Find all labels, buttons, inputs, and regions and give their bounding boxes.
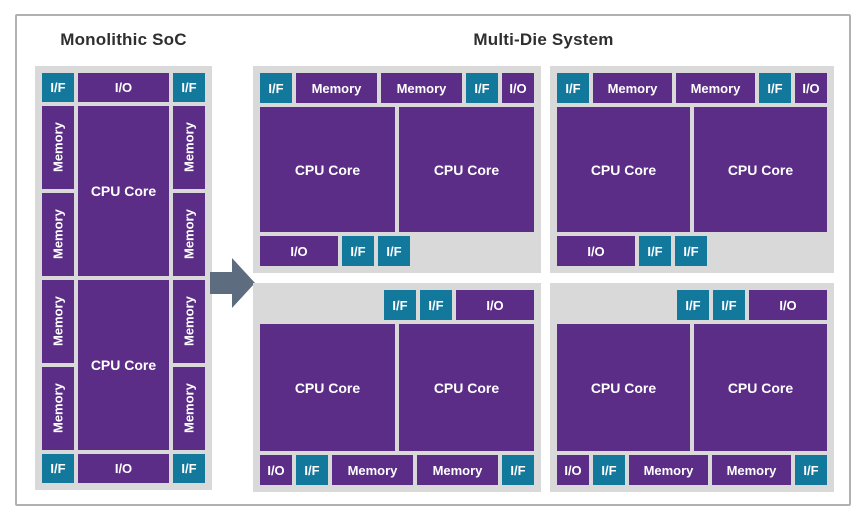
die-top-row: I/F Memory Memory I/F I/O [260, 73, 534, 103]
die-cores: CPU Core CPU Core [557, 324, 827, 451]
memory-block: Memory [629, 455, 708, 485]
cpu-core-block: CPU Core [78, 106, 169, 276]
memory-column-right: Memory Memory [173, 280, 205, 450]
memory-block: Memory [417, 455, 498, 485]
if-block: I/F [675, 236, 707, 266]
outer-frame [15, 14, 851, 506]
mono-bottom-row: I/F I/O I/F [42, 454, 205, 483]
multi-die-system-title: Multi-Die System [473, 30, 614, 49]
cpu-core-block: CPU Core [399, 107, 534, 232]
memory-block: Memory [296, 73, 377, 103]
io-block: I/O [260, 455, 292, 485]
transition-arrow-icon [210, 258, 255, 308]
die-panel-bottom-right: I/F I/F I/O CPU Core CPU Core I/O I/F Me… [550, 283, 834, 492]
memory-block: Memory [173, 367, 205, 450]
memory-column-left: Memory Memory [42, 280, 74, 450]
right-arrow-shape [210, 258, 255, 308]
mono-top-row: I/F I/O I/F [42, 73, 205, 102]
io-block: I/O [749, 290, 827, 320]
cpu-core-block: CPU Core [399, 324, 534, 451]
memory-block: Memory [381, 73, 462, 103]
io-block: I/O [78, 73, 169, 102]
memory-column-left: Memory Memory [42, 106, 74, 276]
mono-section-1: Memory Memory CPU Core Memory Memory [42, 106, 205, 276]
if-block: I/F [378, 236, 410, 266]
if-block: I/F [342, 236, 374, 266]
die-cores: CPU Core CPU Core [260, 107, 534, 232]
if-block: I/F [795, 455, 827, 485]
memory-block: Memory [593, 73, 672, 103]
io-block: I/O [557, 236, 635, 266]
if-block: I/F [260, 73, 292, 103]
io-block: I/O [557, 455, 589, 485]
cpu-core-block: CPU Core [694, 107, 827, 232]
die-panel-bottom-left: I/F I/F I/O CPU Core CPU Core I/O I/F Me… [253, 283, 541, 492]
memory-block: Memory [42, 106, 74, 189]
die-panel-top-right: I/F Memory Memory I/F I/O CPU Core CPU C… [550, 66, 834, 273]
if-block: I/F [42, 454, 74, 483]
if-block: I/F [593, 455, 625, 485]
mono-section-2: Memory Memory CPU Core Memory Memory [42, 280, 205, 450]
cpu-core-block: CPU Core [260, 107, 395, 232]
monolithic-soc-panel: I/F I/O I/F Memory Memory CPU Core Memor… [35, 66, 212, 490]
if-block: I/F [173, 73, 205, 102]
if-block: I/F [42, 73, 74, 102]
memory-block: Memory [42, 193, 74, 276]
memory-block: Memory [42, 280, 74, 363]
if-block: I/F [420, 290, 452, 320]
memory-block: Memory [676, 73, 755, 103]
cpu-core-block: CPU Core [78, 280, 169, 450]
monolithic-soc-title: Monolithic SoC [60, 30, 187, 49]
die-top-row: I/F I/F I/O [557, 290, 827, 320]
if-block: I/F [639, 236, 671, 266]
die-top-row: I/F I/F I/O [260, 290, 534, 320]
io-block: I/O [260, 236, 338, 266]
memory-block: Memory [332, 455, 413, 485]
die-top-row: I/F Memory Memory I/F I/O [557, 73, 827, 103]
die-bottom-row: I/O I/F I/F [260, 236, 534, 266]
memory-block: Memory [173, 193, 205, 276]
memory-block: Memory [173, 280, 205, 363]
die-bottom-row: I/O I/F Memory Memory I/F [260, 455, 534, 485]
if-block: I/F [384, 290, 416, 320]
if-block: I/F [173, 454, 205, 483]
io-block: I/O [456, 290, 534, 320]
if-block: I/F [466, 73, 498, 103]
if-block: I/F [759, 73, 791, 103]
if-block: I/F [713, 290, 745, 320]
die-panel-top-left: I/F Memory Memory I/F I/O CPU Core CPU C… [253, 66, 541, 273]
cpu-core-block: CPU Core [557, 324, 690, 451]
if-block: I/F [677, 290, 709, 320]
die-bottom-row: I/O I/F I/F [557, 236, 827, 266]
die-bottom-row: I/O I/F Memory Memory I/F [557, 455, 827, 485]
if-block: I/F [557, 73, 589, 103]
memory-column-right: Memory Memory [173, 106, 205, 276]
cpu-core-block: CPU Core [694, 324, 827, 451]
die-cores: CPU Core CPU Core [557, 107, 827, 232]
memory-block: Memory [42, 367, 74, 450]
io-block: I/O [795, 73, 827, 103]
cpu-core-block: CPU Core [557, 107, 690, 232]
memory-block: Memory [173, 106, 205, 189]
memory-block: Memory [712, 455, 791, 485]
die-cores: CPU Core CPU Core [260, 324, 534, 451]
io-block: I/O [502, 73, 534, 103]
if-block: I/F [296, 455, 328, 485]
if-block: I/F [502, 455, 534, 485]
io-block: I/O [78, 454, 169, 483]
cpu-core-block: CPU Core [260, 324, 395, 451]
